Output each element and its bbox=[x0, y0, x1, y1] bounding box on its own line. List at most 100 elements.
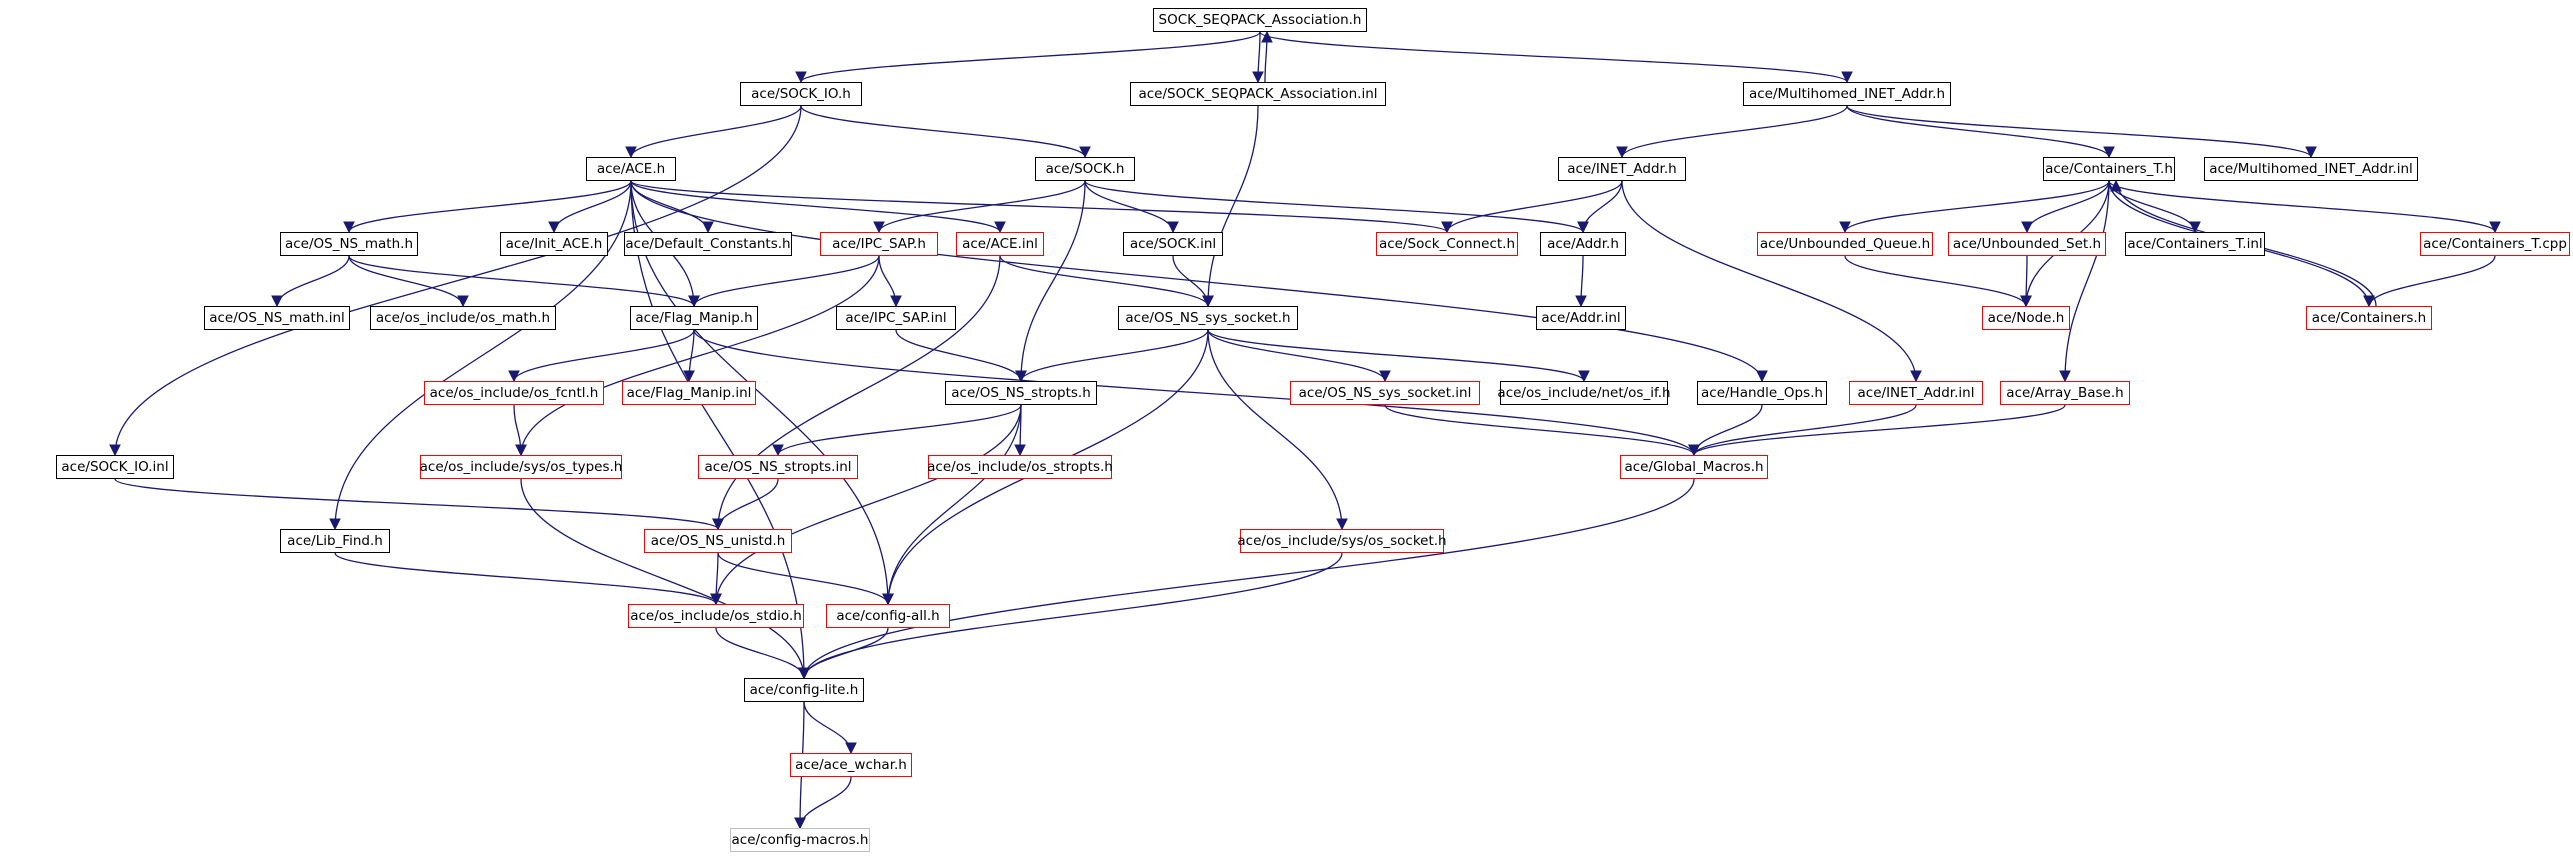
edge-array-base-h-to-global-macros-h bbox=[1688, 404, 2066, 457]
edge-os-ns-stropts-h-to-config-all-h bbox=[882, 404, 1022, 606]
edge-ace-h-to-config-lite-h bbox=[630, 180, 810, 680]
edge-os-ns-sys-socket-h-to-os-ns-stropts-h bbox=[1015, 329, 1209, 383]
node-array-base-h[interactable]: ace/Array_Base.h bbox=[2000, 381, 2130, 405]
edge-ipc-sap-h-to-flag-manip-h bbox=[688, 255, 880, 308]
node-ace-inl[interactable]: ace/ACE.inl bbox=[956, 232, 1044, 256]
edge-multihomed-inet-addr-h-to-containers-t-h bbox=[1846, 105, 2115, 159]
edge-os-ns-stropts-inl-to-os-ns-unistd-h bbox=[712, 478, 779, 531]
node-os-math-h[interactable]: ace/os_include/os_math.h bbox=[370, 306, 556, 330]
node-os-stropts-h[interactable]: ace/os_include/os_stropts.h bbox=[927, 455, 1113, 479]
node-ipc-sap-inl[interactable]: ace/IPC_SAP.inl bbox=[836, 306, 956, 330]
edge-unbounded-set-h-to-node-h bbox=[2020, 255, 2032, 308]
node-multihomed-inet-addr-inl[interactable]: ace/Multihomed_INET_Addr.inl bbox=[2204, 157, 2418, 181]
edge-sock-io-h-to-sock-io-inl bbox=[109, 105, 802, 457]
edge-containers-t-cpp-to-containers-h bbox=[2363, 255, 2496, 308]
edge-containers-t-h-to-unbounded-set-h bbox=[2021, 180, 2110, 234]
node-os-ns-math-h[interactable]: ace/OS_NS_math.h bbox=[280, 232, 418, 256]
node-config-all-h[interactable]: ace/config-all.h bbox=[826, 604, 950, 628]
node-os-ns-unistd-h[interactable]: ace/OS_NS_unistd.h bbox=[644, 529, 792, 553]
node-addr-inl[interactable]: ace/Addr.inl bbox=[1536, 306, 1626, 330]
node-os-types-h[interactable]: ace/os_include/sys/os_types.h bbox=[420, 455, 622, 479]
edge-ace-h-to-init-ace-h bbox=[548, 180, 632, 234]
node-containers-t-inl[interactable]: ace/Containers_T.inl bbox=[2125, 232, 2265, 256]
node-init-ace-h[interactable]: ace/Init_ACE.h bbox=[500, 232, 608, 256]
node-lib-find-h[interactable]: ace/Lib_Find.h bbox=[280, 529, 390, 553]
node-inet-addr-h[interactable]: ace/INET_Addr.h bbox=[1558, 157, 1686, 181]
edge-inet-addr-h-to-addr-h bbox=[1577, 180, 1623, 234]
edge-os-ns-sys-socket-inl-to-global-macros-h bbox=[1384, 404, 1700, 457]
node-os-fcntl-h[interactable]: ace/os_include/os_fcntl.h bbox=[424, 381, 604, 405]
node-os-ns-stropts-inl[interactable]: ace/OS_NS_stropts.inl bbox=[698, 455, 858, 479]
edge-ipc-sap-inl-to-os-ns-stropts-h bbox=[895, 329, 1027, 383]
node-containers-t-h[interactable]: ace/Containers_T.h bbox=[2043, 157, 2175, 181]
edge-sock-seqpack-association-h-to-multihomed-inet-addr-h bbox=[1259, 31, 1853, 84]
edge-ipc-sap-h-to-os-types-h bbox=[515, 255, 880, 457]
edge-ace-h-to-sock-connect-h bbox=[630, 180, 1453, 234]
node-ipc-sap-h[interactable]: ace/IPC_SAP.h bbox=[820, 232, 938, 256]
edge-ace-inl-to-os-ns-sys-socket-h bbox=[999, 255, 1214, 308]
edge-ace-h-to-os-ns-math-h bbox=[343, 180, 632, 234]
node-sock-seqpack-association-inl[interactable]: ace/SOCK_SEQPACK_Association.inl bbox=[1130, 82, 1386, 106]
edge-os-ns-sys-socket-h-to-os-ns-sys-socket-inl bbox=[1207, 329, 1391, 383]
node-containers-h[interactable]: ace/Containers.h bbox=[2306, 306, 2432, 330]
edge-inet-addr-h-to-sock-connect-h bbox=[1441, 180, 1623, 234]
edge-ace-h-to-lib-find-h bbox=[329, 180, 632, 531]
node-os-socket-h[interactable]: ace/os_include/sys/os_socket.h bbox=[1237, 529, 1447, 553]
node-os-ns-stropts-h[interactable]: ace/OS_NS_stropts.h bbox=[945, 381, 1097, 405]
node-multihomed-inet-addr-h[interactable]: ace/Multihomed_INET_Addr.h bbox=[1743, 82, 1951, 106]
node-flag-manip-h[interactable]: ace/Flag_Manip.h bbox=[630, 306, 758, 330]
node-sock-h[interactable]: ace/SOCK.h bbox=[1035, 157, 1135, 181]
node-sock-io-inl[interactable]: ace/SOCK_IO.inl bbox=[56, 455, 174, 479]
edge-ace-h-to-handle-ops-h bbox=[630, 180, 1768, 383]
edge-os-stdio-h-to-config-lite-h bbox=[715, 627, 810, 680]
edge-multihomed-inet-addr-h-to-multihomed-inet-addr-inl bbox=[1846, 105, 2317, 159]
edge-sock-seqpack-association-h-to-sock-io-h bbox=[795, 31, 1261, 84]
edge-ipc-sap-h-to-ipc-sap-inl bbox=[878, 255, 902, 308]
edge-sock-io-h-to-sock-h bbox=[800, 105, 1091, 159]
edge-os-types-h-to-config-lite-h bbox=[520, 478, 810, 680]
edge-config-all-h-to-config-lite-h bbox=[798, 627, 889, 680]
node-os-stdio-h[interactable]: ace/os_include/os_stdio.h bbox=[628, 604, 804, 628]
node-addr-h[interactable]: ace/Addr.h bbox=[1540, 232, 1626, 256]
edge-os-ns-math-h-to-flag-manip-h bbox=[348, 255, 700, 308]
edge-config-lite-h-to-ace-wchar-h bbox=[803, 701, 857, 755]
edge-os-ns-stropts-h-to-os-stdio-h bbox=[710, 404, 1022, 606]
node-sock-inl[interactable]: ace/SOCK.inl bbox=[1123, 232, 1223, 256]
node-handle-ops-h[interactable]: ace/Handle_Ops.h bbox=[1697, 381, 1827, 405]
edge-global-macros-h-to-config-lite-h bbox=[798, 478, 1695, 680]
node-unbounded-set-h[interactable]: ace/Unbounded_Set.h bbox=[1948, 232, 2106, 256]
edge-sock-seqpack-association-inl-to-sock-seqpack-association-h bbox=[1261, 30, 1273, 83]
edge-ace-h-to-ace-inl bbox=[630, 180, 1006, 234]
edge-containers-t-h-to-containers-t-cpp bbox=[2108, 180, 2501, 234]
edge-containers-t-h-to-containers-t-inl bbox=[2108, 180, 2201, 234]
node-global-macros-h[interactable]: ace/Global_Macros.h bbox=[1620, 455, 1768, 479]
edge-sock-io-inl-to-os-ns-unistd-h bbox=[114, 478, 724, 531]
node-node-h[interactable]: ace/Node.h bbox=[1982, 306, 2070, 330]
edge-sock-h-to-sock-inl bbox=[1084, 180, 1179, 234]
edge-addr-h-to-addr-inl bbox=[1575, 255, 1587, 308]
node-sock-io-h[interactable]: ace/SOCK_IO.h bbox=[740, 82, 862, 106]
node-ace-wchar-h[interactable]: ace/ace_wchar.h bbox=[790, 753, 912, 777]
edge-os-ns-sys-socket-h-to-os-socket-h bbox=[1207, 329, 1348, 531]
node-default-constants-h[interactable]: ace/Default_Constants.h bbox=[624, 232, 792, 256]
node-ace-h[interactable]: ace/ACE.h bbox=[586, 157, 676, 181]
edge-os-ns-stropts-h-to-os-ns-stropts-inl bbox=[772, 404, 1022, 457]
node-os-ns-sys-socket-inl[interactable]: ace/OS_NS_sys_socket.inl bbox=[1290, 381, 1480, 405]
node-config-lite-h[interactable]: ace/config-lite.h bbox=[744, 678, 864, 702]
node-os-ns-math-inl[interactable]: ace/OS_NS_math.inl bbox=[204, 306, 350, 330]
edge-inet-addr-inl-to-global-macros-h bbox=[1688, 404, 1917, 457]
edge-sock-h-to-addr-h bbox=[1084, 180, 1589, 234]
node-inet-addr-inl[interactable]: ace/INET_Addr.inl bbox=[1849, 381, 1983, 405]
node-containers-t-cpp[interactable]: ace/Containers_T.cpp bbox=[2420, 232, 2570, 256]
edge-lib-find-h-to-os-stdio-h bbox=[334, 552, 722, 606]
edge-containers-t-h-to-unbounded-queue-h bbox=[1839, 180, 2110, 234]
edge-sock-h-to-ipc-sap-h bbox=[873, 180, 1086, 234]
node-os-if-h[interactable]: ace/os_include/net/os_if.h bbox=[1497, 381, 1671, 405]
node-flag-manip-inl[interactable]: ace/Flag_Manip.inl bbox=[622, 381, 756, 405]
node-config-macros-h: ace/config-macros.h bbox=[730, 828, 870, 852]
node-os-ns-sys-socket-h[interactable]: ace/OS_NS_sys_socket.h bbox=[1118, 306, 1298, 330]
edge-flag-manip-h-to-flag-manip-inl bbox=[683, 329, 695, 383]
node-unbounded-queue-h[interactable]: ace/Unbounded_Queue.h bbox=[1757, 232, 1933, 256]
node-sock-connect-h[interactable]: ace/Sock_Connect.h bbox=[1376, 232, 1518, 256]
